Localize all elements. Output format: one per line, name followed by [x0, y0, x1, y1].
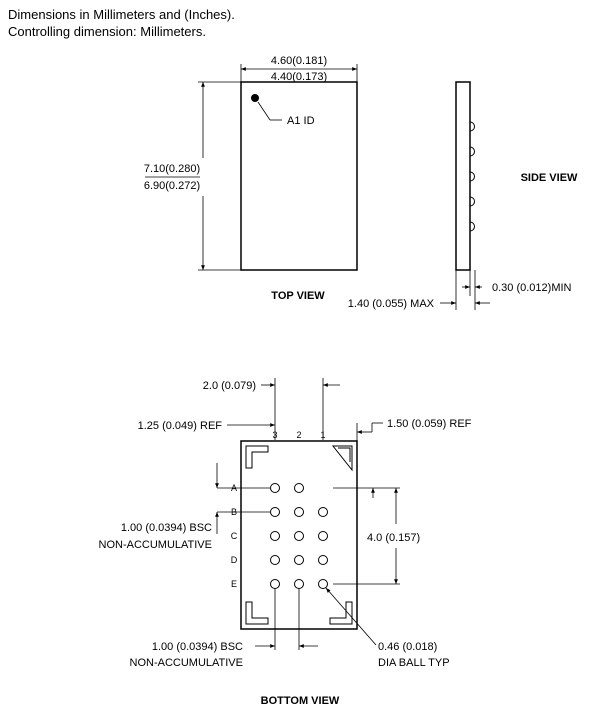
- corner-mark-bottom-left: [245, 601, 269, 625]
- horizontal-pitch-line2: NON-ACCUMULATIVE: [130, 657, 243, 669]
- bottom-view-title: BOTTOM VIEW: [261, 695, 340, 707]
- ball-d2: [294, 555, 304, 565]
- side-ball: [469, 196, 475, 207]
- left-ref-label: 1.25 (0.049) REF: [138, 420, 223, 432]
- ball-d3: [270, 555, 280, 565]
- vertical-pitch-line2: NON-ACCUMULATIVE: [99, 539, 212, 551]
- corner-mark-top-right: [331, 445, 353, 472]
- ball-c2: [294, 531, 304, 541]
- standoff-label: 0.30 (0.012)MIN: [492, 282, 572, 294]
- top-height-max: 7.10(0.280): [144, 163, 200, 175]
- ball-e3: [270, 579, 280, 589]
- row-span-label: 4.0 (0.157): [367, 532, 420, 544]
- top-view-title: TOP VIEW: [271, 290, 325, 302]
- side-ball: [469, 121, 475, 132]
- corner-mark-bottom-right: [329, 601, 353, 625]
- row-label-d: D: [231, 555, 238, 565]
- ball-a2: [294, 483, 304, 493]
- side-ball: [469, 221, 475, 232]
- header-controlling-note: Controlling dimension: Millimeters.: [8, 24, 206, 39]
- top-view: A1 ID 4.60(0.181) 4.40(0.173) 7.10(0.280…: [144, 55, 358, 302]
- top-ref-label: 1.50 (0.059) REF: [387, 418, 472, 430]
- ball-b3: [270, 507, 280, 517]
- ball-b2: [294, 507, 304, 517]
- ball-diameter-leader: [325, 587, 377, 646]
- row-label-e: E: [231, 579, 237, 589]
- header-units-note: Dimensions in Millimeters and (Inches).: [8, 7, 235, 22]
- ball-diameter-line2: DIA BALL TYP: [378, 657, 450, 669]
- top-view-body: [240, 81, 358, 271]
- col-span-label: 2.0 (0.079): [203, 380, 256, 392]
- a1-id-label: A1 ID: [287, 115, 315, 127]
- side-view-title: SIDE VIEW: [521, 172, 578, 184]
- vertical-pitch-line1: 1.00 (0.0394) BSC: [121, 522, 212, 534]
- side-ball: [469, 146, 475, 157]
- ball-d1: [318, 555, 328, 565]
- horizontal-pitch-line1: 1.00 (0.0394) BSC: [152, 641, 243, 653]
- column-label-2: 2: [296, 430, 301, 440]
- thickness-label: 1.40 (0.055) MAX: [348, 298, 435, 310]
- ball-e1: [318, 579, 328, 589]
- ball-c1: [318, 531, 328, 541]
- top-height-min: 6.90(0.272): [144, 180, 200, 192]
- a1-leader: [257, 101, 271, 121]
- ball-b1: [318, 507, 328, 517]
- a1-id-dot: [251, 94, 259, 102]
- ball-e2: [294, 579, 304, 589]
- side-ball: [469, 171, 475, 182]
- bottom-view: 3 2 1 A B C D E 2.0 (0.079) 1.25 (0.049)…: [99, 378, 472, 707]
- ball-a3: [270, 483, 280, 493]
- ball-diameter-line1: 0.46 (0.018): [378, 641, 437, 653]
- top-width-min: 4.40(0.173): [271, 71, 327, 83]
- top-width-max: 4.60(0.181): [271, 55, 327, 67]
- side-view: SIDE VIEW 0.30 (0.012)MIN 1.40 (0.055) M…: [348, 81, 578, 310]
- ball-c3: [270, 531, 280, 541]
- side-view-body: [455, 81, 471, 271]
- corner-mark-top-left: [245, 445, 269, 469]
- row-label-c: C: [231, 531, 238, 541]
